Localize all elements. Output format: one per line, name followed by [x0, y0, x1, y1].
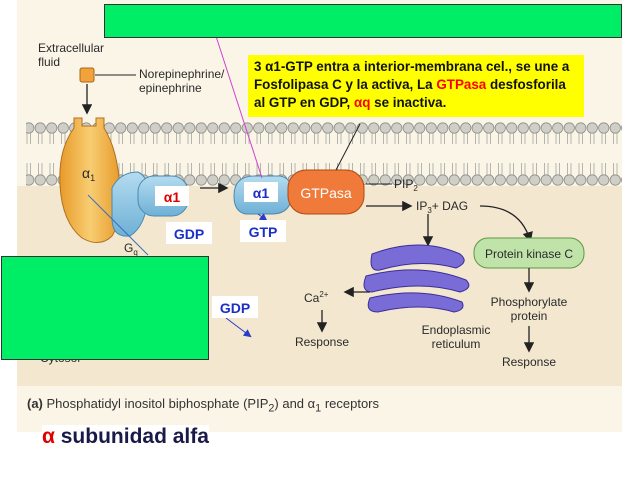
- dag-arrow: [479, 205, 533, 243]
- green-cover-top: [104, 4, 622, 38]
- gdp-pointer: [225, 317, 252, 338]
- caption-region: [17, 386, 622, 432]
- caption-sub: 2: [268, 402, 275, 415]
- response-left-label: Response: [295, 335, 349, 349]
- a1-left-text: α1: [164, 189, 181, 205]
- calcium-label: Ca2+: [304, 290, 329, 305]
- caption-text2: ) and α: [274, 396, 316, 411]
- caption-prefix: (a): [27, 396, 43, 411]
- alpha-title-text: subunidad alfa: [54, 425, 209, 448]
- fluid-label: fluid: [38, 55, 60, 69]
- g-pointer-line: [87, 194, 149, 256]
- er-label-line1: Endoplasmic: [422, 323, 491, 337]
- a1-left-tag: [155, 186, 189, 206]
- gdp-top-text: GDP: [174, 226, 204, 242]
- ligand-icon: [79, 67, 95, 83]
- gtp-text: GTP: [249, 224, 278, 240]
- alpha-symbol: α: [42, 425, 55, 448]
- pip2-label: PIP2: [394, 177, 418, 193]
- epinephrine-label: epinephrine: [139, 81, 202, 95]
- gtp-pointer: [257, 213, 268, 222]
- pkc-label: Protein kinase C: [485, 247, 573, 261]
- gdp-bottom-tag: [212, 296, 258, 318]
- er-label-line2: reticulum: [432, 337, 481, 351]
- alpha1-receptor: [59, 117, 121, 243]
- gtp-tag: [240, 220, 286, 242]
- endoplasmic-reticulum: [363, 244, 470, 313]
- phosphorylate-label: Phosphorylate: [491, 295, 568, 309]
- green-cover-left: [1, 256, 209, 360]
- magenta-pointer: [213, 29, 263, 179]
- gdp-bottom-text: GDP: [220, 300, 250, 316]
- gtpasa-text: GTPasa: [300, 185, 352, 201]
- note-part3: desfosforila al GTP en GDP,: [254, 77, 566, 110]
- note-gtpasa: GTPasa: [436, 77, 487, 92]
- extracellular-label: Extracellular: [38, 41, 104, 55]
- ip3-dag-label: IP3+ DAG: [416, 199, 468, 215]
- alpha-subunit-title: α subunidad alfa: [42, 425, 209, 449]
- figure-caption: (a) Phosphatidyl inositol biphosphate (P…: [27, 396, 379, 415]
- note-pointer-line: [335, 123, 361, 171]
- response-right-label: Response: [502, 355, 556, 369]
- note-part1: 3 α1-GTP entra a interior-membrana cel.,…: [254, 59, 570, 92]
- a1-right-text: α1: [253, 185, 270, 201]
- note-part5: se inactiva.: [370, 95, 447, 110]
- annotation-note: 3 α1-GTP entra a interior-membrana cel.,…: [248, 55, 584, 117]
- receptor-alpha-label: α1: [82, 165, 95, 183]
- caption-sub2: 1: [315, 402, 322, 415]
- a1-right-tag: [244, 182, 278, 202]
- norepinephrine-label: Norepinephrine/: [139, 67, 225, 81]
- caption-text1: Phosphatidyl inositol biphosphate (PIP: [42, 396, 269, 411]
- g-label: Gq: [124, 241, 138, 257]
- caption-text3: receptors: [321, 396, 380, 411]
- gdp-top-tag: [166, 222, 212, 244]
- protein-label: protein: [511, 309, 548, 323]
- note-alphaq: αq: [353, 95, 371, 110]
- phospholipase-c: [287, 169, 365, 215]
